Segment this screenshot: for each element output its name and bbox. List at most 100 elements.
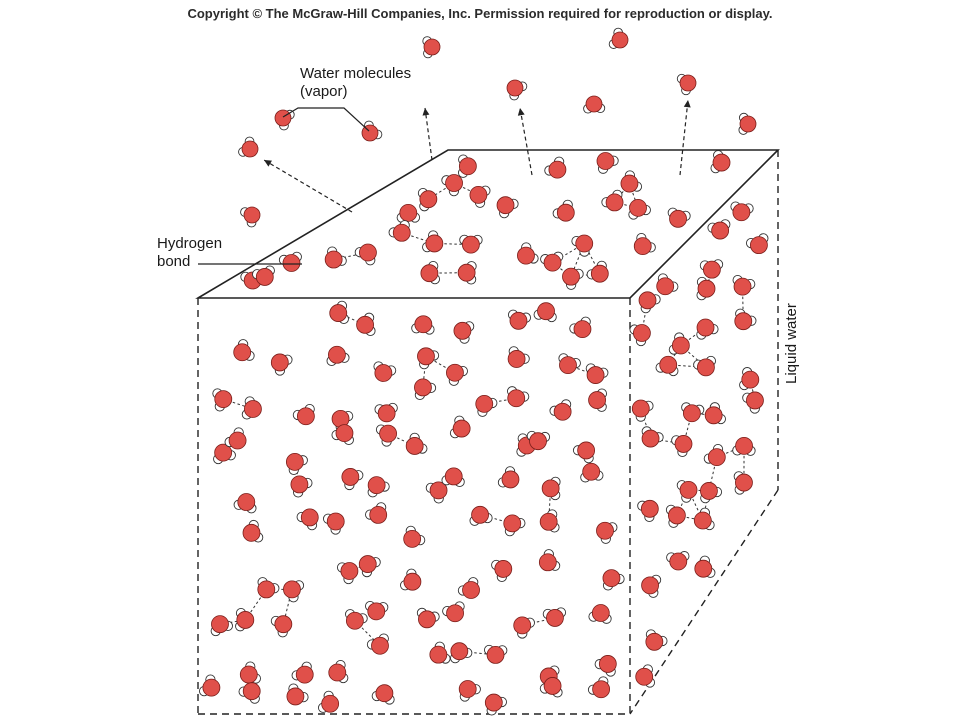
- liquid-molecule: [580, 462, 604, 483]
- vapor-molecule: [240, 206, 261, 228]
- liquid-molecule: [233, 339, 255, 362]
- liquid-molecule: [507, 309, 532, 330]
- oxygen-atom: [326, 512, 345, 531]
- evaporation-arrow: [422, 107, 433, 161]
- oxygen-atom: [503, 514, 522, 533]
- liquid-molecule: [442, 601, 465, 623]
- liquid-molecule: [666, 551, 690, 571]
- liquid-molecule: [400, 568, 422, 591]
- liquid-molecule: [429, 641, 451, 664]
- oxygen-atom: [471, 505, 489, 524]
- oxygen-atom: [345, 611, 364, 630]
- liquid-molecule: [601, 189, 624, 212]
- oxygen-atom: [575, 234, 594, 253]
- liquid-molecule: [317, 690, 340, 713]
- liquid-molecule: [341, 468, 364, 491]
- oxygen-atom: [631, 399, 650, 418]
- liquid-molecule: [441, 467, 465, 488]
- oxygen-atom: [283, 580, 301, 599]
- liquid-molecule: [513, 616, 535, 639]
- oxygen-atom: [707, 448, 726, 467]
- liquid-molecule: [641, 426, 664, 448]
- oxygen-atom: [403, 529, 422, 548]
- oxygen-atom: [418, 610, 436, 629]
- liquid-molecule: [336, 562, 359, 585]
- liquid-molecule: [497, 466, 520, 489]
- oxygen-atom: [694, 559, 713, 578]
- oxygen-atom: [417, 347, 435, 366]
- oxygen-atom: [543, 253, 562, 272]
- oxygen-atom: [645, 632, 664, 651]
- vapor-molecule: [676, 73, 697, 96]
- liquid-molecule: [459, 234, 483, 254]
- liquid-molecule: [569, 316, 592, 339]
- oxygen-atom: [501, 470, 520, 489]
- liquid-molecule: [358, 555, 381, 578]
- liquid-molecule: [544, 156, 567, 179]
- liquid-molecule: [365, 600, 389, 621]
- oxygen-atom: [340, 562, 359, 580]
- liquid-molecule: [710, 150, 731, 174]
- oxygen-atom: [446, 604, 464, 623]
- oxygen-atom: [414, 315, 433, 334]
- oxygen-atom: [573, 320, 592, 339]
- oxygen-atom: [486, 646, 505, 664]
- oxygen-atom: [375, 684, 394, 703]
- oxygen-atom: [669, 209, 687, 228]
- liquid-molecule: [602, 569, 625, 591]
- liquid-molecule: [699, 259, 724, 279]
- hbond-label-line1: Hydrogen: [157, 235, 222, 252]
- oxygen-atom: [598, 655, 617, 673]
- oxygen-atom: [539, 512, 558, 531]
- vapor-label-line1: Water molecules: [300, 65, 411, 82]
- liquid-molecule: [270, 615, 293, 638]
- liquid-molecule: [739, 367, 760, 391]
- oxygen-atom: [202, 678, 221, 697]
- oxygen-atom: [214, 390, 233, 408]
- liquid-molecule: [503, 514, 526, 537]
- oxygen-atom: [255, 268, 274, 286]
- oxygen-atom: [582, 462, 601, 481]
- oxygen-atom: [228, 431, 247, 450]
- vapor-molecule: [238, 136, 259, 158]
- oxygen-atom: [239, 665, 258, 684]
- oxygen-atom: [419, 190, 438, 209]
- liquid-molecule: [732, 275, 756, 296]
- oxygen-atom: [450, 642, 469, 661]
- oxygen-atom: [423, 38, 441, 56]
- oxygen-atom: [484, 693, 503, 712]
- liquid-molecule: [696, 276, 716, 301]
- label-leader-lines: [198, 107, 370, 265]
- liquid-molecule: [469, 185, 491, 208]
- liquid-molecule: [526, 430, 551, 451]
- oxygen-atom: [282, 254, 301, 272]
- liquid-molecule: [403, 525, 426, 548]
- oxygen-atom: [425, 234, 444, 253]
- liquid-molecule: [233, 493, 257, 514]
- liquid-molecule: [552, 199, 575, 222]
- oxygen-atom: [506, 79, 524, 97]
- liquid-molecule: [681, 402, 705, 423]
- oxygen-atom: [632, 324, 651, 342]
- liquid-molecule: [375, 424, 397, 447]
- oxygen-atom: [274, 615, 293, 634]
- oxygen-atom: [243, 206, 261, 224]
- liquid-molecule: [732, 436, 756, 456]
- oxygen-atom: [403, 572, 422, 591]
- oxygen-atom: [461, 235, 480, 254]
- liquid-molecule: [345, 609, 368, 630]
- oxygen-atom: [641, 429, 660, 448]
- oxygen-atom: [453, 321, 472, 340]
- liquid-molecule: [734, 308, 757, 331]
- liquid-molecule: [292, 404, 315, 426]
- liquid-molecule: [539, 677, 563, 698]
- oxygen-atom: [414, 378, 432, 397]
- oxygen-atom: [667, 506, 686, 525]
- oxygen-atom: [274, 109, 292, 127]
- vapor-molecule: [608, 27, 629, 49]
- liquid-molecule: [414, 378, 437, 401]
- oxygen-atom: [405, 437, 424, 455]
- oxygen-atom: [444, 467, 463, 486]
- liquid-molecule: [631, 399, 654, 422]
- oxygen-atom: [562, 267, 580, 286]
